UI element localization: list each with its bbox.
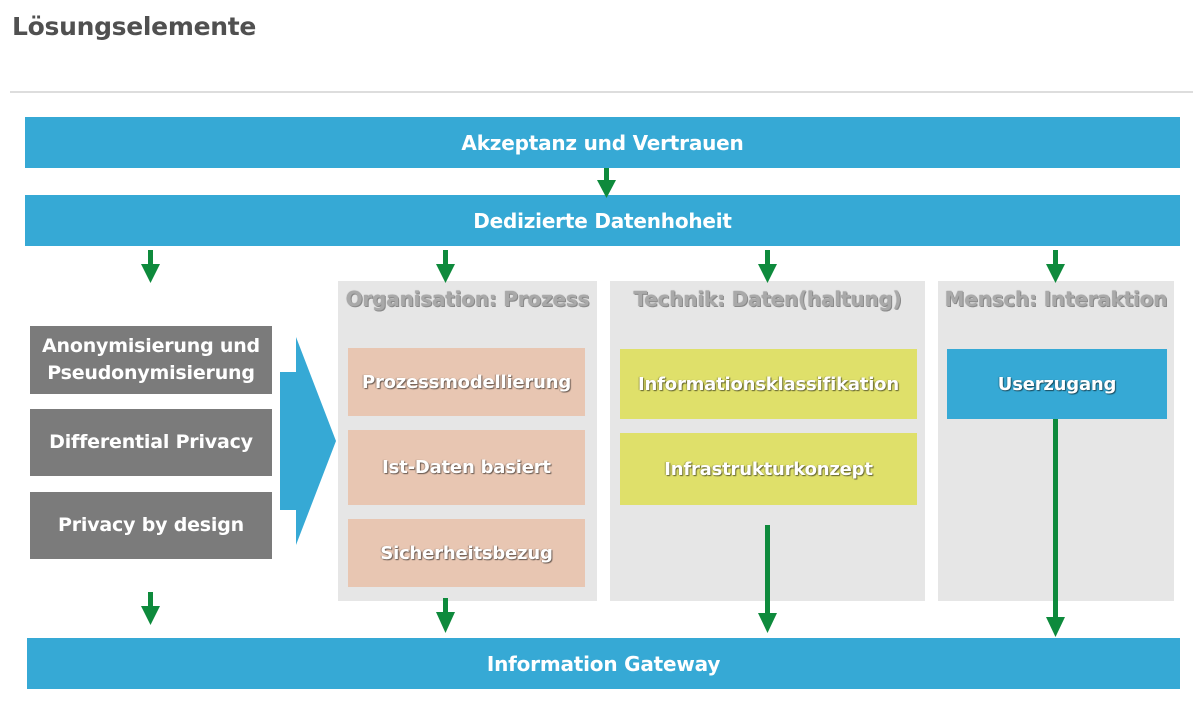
- tech-box-label: Infrastrukturkonzept: [664, 458, 873, 480]
- arrow-down-icon: [436, 250, 455, 283]
- left-item-differential-privacy: Differential Privacy: [30, 409, 272, 476]
- arrow-down-icon: [1046, 250, 1065, 283]
- header-divider: [10, 91, 1193, 93]
- tech-box-informationsklassifikation: Informationsklassifikation: [620, 349, 917, 419]
- user-box-userzugang: Userzugang: [947, 349, 1167, 419]
- arrow-down-icon: [758, 250, 777, 283]
- arrow-down-icon: [436, 598, 455, 633]
- left-item-anonymisierung: Anonymisierung und Pseudonymisierung: [30, 326, 272, 394]
- arrow-down-icon: [758, 525, 777, 633]
- tech-box-label: Informationsklassifikation: [638, 373, 899, 395]
- left-item-privacy-by-design: Privacy by design: [30, 492, 272, 559]
- arrow-down-icon: [1046, 419, 1065, 637]
- process-box-label: Ist-Daten basiert: [382, 457, 551, 478]
- arrow-down-icon: [141, 592, 160, 625]
- band-datenhoheit-label: Dedizierte Datenhoheit: [473, 208, 732, 233]
- band-information-gateway: Information Gateway: [27, 638, 1180, 689]
- process-box-label: Prozessmodellierung: [361, 371, 572, 393]
- band-information-gateway-label: Information Gateway: [486, 651, 721, 676]
- arrow-down-icon: [141, 250, 160, 283]
- big-right-arrow: [280, 337, 336, 545]
- process-box-ist-daten: Ist-Daten basiert: [348, 430, 585, 505]
- user-box-label: Userzugang: [997, 373, 1117, 395]
- band-akzeptanz: Akzeptanz und Vertrauen: [25, 117, 1180, 168]
- panel-organisation-title: Organisation: Prozess: [345, 287, 590, 311]
- process-box-sicherheitsbezug: Sicherheitsbezug: [348, 519, 585, 587]
- process-box-label: Sicherheitsbezug: [380, 542, 553, 564]
- page-title: Lösungselemente: [12, 12, 257, 41]
- band-datenhoheit: Dedizierte Datenhoheit: [25, 195, 1180, 246]
- band-akzeptanz-label: Akzeptanz und Vertrauen: [461, 130, 744, 155]
- left-item-privacy-by-design-label: Privacy by design: [58, 514, 244, 536]
- panel-technik-title: Technik: Daten(haltung): [633, 287, 902, 311]
- arrow-down-icon: [597, 168, 616, 198]
- tech-box-infrastrukturkonzept: Infrastrukturkonzept: [620, 433, 917, 505]
- left-item-anonymisierung-label: Anonymisierung und Pseudonymisierung: [42, 335, 260, 384]
- process-box-prozessmodellierung: Prozessmodellierung: [348, 348, 585, 416]
- panel-mensch-title: Mensch: Interaktion: [944, 287, 1168, 311]
- left-item-differential-privacy-label: Differential Privacy: [49, 431, 253, 453]
